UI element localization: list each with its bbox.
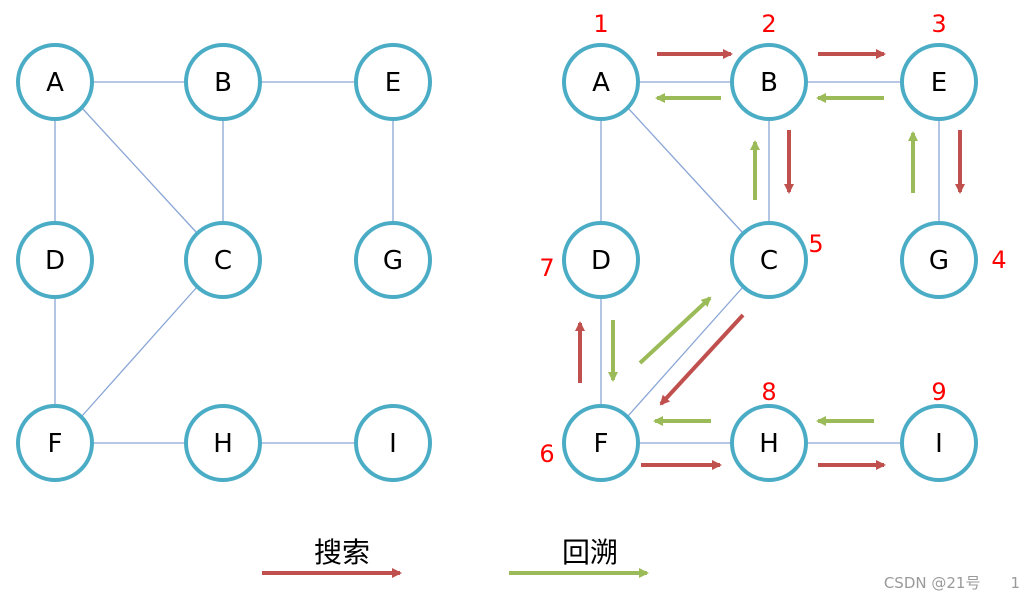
left-node-b: B bbox=[184, 43, 262, 121]
right-node-b-label: B bbox=[760, 68, 778, 98]
right-edge-c-f bbox=[627, 286, 744, 417]
right-node-b: B bbox=[730, 43, 808, 121]
right-node-e: E bbox=[900, 43, 978, 121]
order-label-b: 2 bbox=[761, 10, 776, 38]
right-node-i: I bbox=[900, 404, 978, 482]
right-node-g-label: G bbox=[929, 246, 949, 276]
left-node-h-label: H bbox=[213, 429, 233, 459]
right-node-c: C bbox=[730, 221, 808, 299]
right-node-f-label: F bbox=[594, 429, 609, 459]
right-node-g: G bbox=[900, 221, 978, 299]
right-node-h-label: H bbox=[759, 429, 779, 459]
left-node-b-label: B bbox=[214, 68, 232, 98]
order-label-h: 8 bbox=[761, 378, 776, 406]
left-node-d: D bbox=[16, 221, 94, 299]
left-node-d-label: D bbox=[45, 246, 65, 276]
right-node-e-label: E bbox=[931, 68, 947, 98]
left-node-f-label: F bbox=[48, 429, 63, 459]
right-graph-nodes: A B E D C G F H I bbox=[562, 43, 978, 482]
left-node-g-label: G bbox=[383, 246, 403, 276]
right-node-a: A bbox=[562, 43, 640, 121]
right-node-i-label: I bbox=[935, 429, 943, 459]
left-node-i: I bbox=[354, 404, 432, 482]
left-node-i-label: I bbox=[389, 429, 397, 459]
right-node-f: F bbox=[562, 404, 640, 482]
legend-backtrack-label: 回溯 bbox=[562, 536, 618, 569]
right-node-c-label: C bbox=[760, 246, 778, 276]
order-label-c: 5 bbox=[808, 230, 823, 258]
order-label-e: 3 bbox=[931, 10, 946, 38]
right-node-h: H bbox=[730, 404, 808, 482]
left-node-f: F bbox=[16, 404, 94, 482]
right-graph-edges bbox=[600, 81, 940, 444]
right-edge-a-c bbox=[627, 107, 743, 233]
left-node-h: H bbox=[184, 404, 262, 482]
backtrack-arrows bbox=[608, 93, 918, 426]
legend: 搜索 回溯 bbox=[262, 536, 649, 578]
right-node-d: D bbox=[562, 221, 640, 299]
order-label-a: 1 bbox=[593, 10, 608, 38]
order-label-d: 7 bbox=[539, 254, 554, 282]
left-graph-edges bbox=[54, 81, 394, 444]
left-node-g: G bbox=[354, 221, 432, 299]
left-node-c-label: C bbox=[214, 246, 232, 276]
left-node-c: C bbox=[184, 221, 262, 299]
left-node-e: E bbox=[354, 43, 432, 121]
watermark: CSDN @21号 1 bbox=[884, 574, 1020, 592]
right-node-a-label: A bbox=[592, 68, 610, 98]
order-label-f: 6 bbox=[539, 440, 554, 468]
left-graph-nodes: A B E D C G F H I bbox=[16, 43, 432, 482]
visit-order-labels: 1 2 3 7 5 4 6 8 9 bbox=[539, 10, 1006, 468]
legend-search-label: 搜索 bbox=[314, 536, 370, 569]
order-label-g: 4 bbox=[991, 246, 1006, 274]
search-arrows bbox=[575, 49, 965, 470]
left-node-e-label: E bbox=[385, 68, 401, 98]
search-arrow-c-to-f bbox=[659, 313, 745, 406]
left-node-a: A bbox=[16, 43, 94, 121]
left-node-a-label: A bbox=[46, 68, 64, 98]
left-edge-c-f bbox=[81, 286, 198, 417]
order-label-i: 9 bbox=[931, 378, 946, 406]
left-edge-a-c bbox=[81, 107, 197, 233]
right-node-d-label: D bbox=[591, 246, 611, 276]
backtrack-arrow-f-to-c bbox=[638, 296, 712, 365]
